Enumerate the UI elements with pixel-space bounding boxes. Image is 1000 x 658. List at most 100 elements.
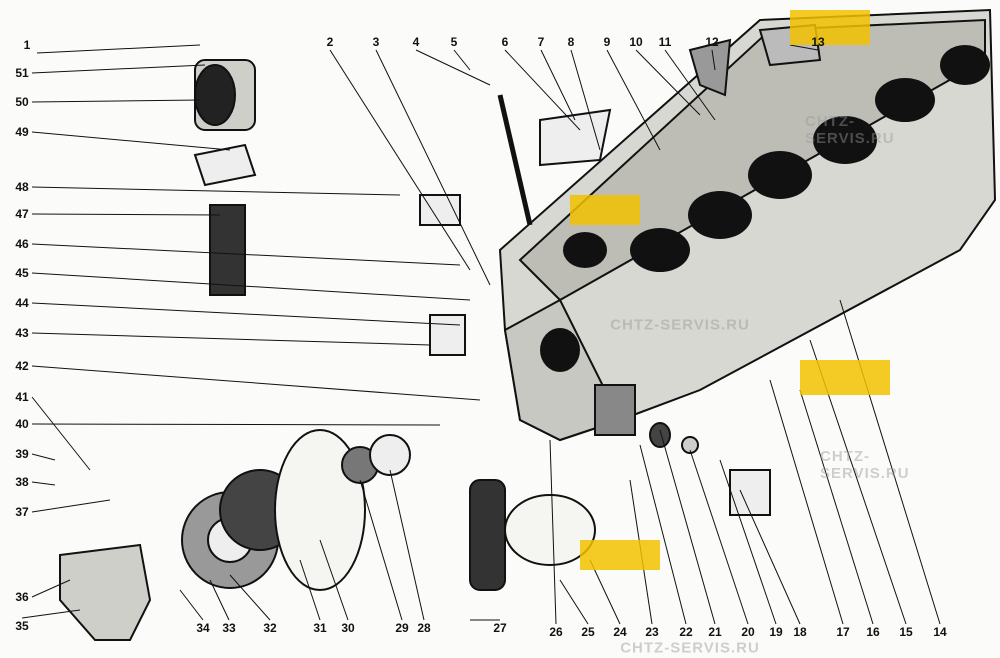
leader-line-10	[635, 49, 701, 116]
callout-22: 22	[679, 625, 693, 639]
leader-line-14	[839, 299, 941, 625]
callout-38: 38	[15, 475, 29, 489]
leader-line-42	[31, 365, 481, 401]
leader-line-41	[31, 396, 91, 471]
callout-32: 32	[263, 621, 277, 635]
watermark-text: CHTZ-SERVIS.RU	[620, 639, 760, 657]
leader-line-20	[689, 449, 749, 625]
callout-36: 36	[15, 590, 29, 604]
leader-line-34	[179, 589, 204, 621]
callout-23: 23	[645, 625, 659, 639]
leader-line-25	[559, 579, 589, 625]
callout-18: 18	[793, 625, 807, 639]
leader-line-3	[375, 49, 491, 286]
leader-line-6	[504, 49, 581, 131]
leader-line-35	[21, 609, 81, 619]
watermark-text: CHTZ-SERVIS.RU	[820, 448, 910, 482]
callout-9: 9	[603, 35, 611, 49]
callout-11: 11	[658, 35, 672, 49]
callout-44: 44	[15, 296, 29, 310]
callout-30: 30	[341, 621, 355, 635]
callout-7: 7	[537, 35, 545, 49]
leader-line-43	[31, 332, 431, 346]
leader-line-32	[229, 574, 271, 621]
watermark-logos	[570, 10, 890, 570]
leader-line-1	[36, 44, 201, 54]
leader-line-44	[31, 302, 461, 326]
cylinder-bores	[540, 45, 990, 372]
callout-14: 14	[933, 625, 947, 639]
callout-42: 42	[15, 359, 29, 373]
callout-4: 4	[412, 35, 420, 49]
callout-20: 20	[741, 625, 755, 639]
leader-line-16	[799, 389, 874, 625]
callout-1: 1	[23, 38, 31, 52]
watermark-text: CHTZ-SERVIS.RU	[805, 113, 895, 147]
leader-line-4	[415, 49, 491, 86]
leader-line-51	[31, 64, 206, 74]
callout-34: 34	[196, 621, 210, 635]
callout-40: 40	[15, 417, 29, 431]
leader-line-22	[639, 444, 687, 625]
callout-50: 50	[15, 95, 29, 109]
leader-line-13	[789, 44, 819, 51]
leader-line-37	[31, 499, 111, 513]
leader-line-46	[31, 243, 461, 266]
callout-13: 13	[811, 35, 825, 49]
callout-35: 35	[15, 619, 29, 633]
leader-line-29	[359, 479, 403, 621]
leader-line-26	[549, 439, 557, 625]
leader-line-21	[659, 429, 716, 625]
leader-line-12	[711, 49, 716, 71]
leader-line-50	[31, 99, 201, 103]
leader-line-11	[664, 49, 716, 121]
leader-line-40	[31, 423, 441, 426]
callout-24: 24	[613, 625, 627, 639]
leader-line-49	[31, 131, 231, 151]
leader-line-17	[769, 379, 844, 625]
leader-line-38	[31, 481, 56, 486]
leader-line-48	[31, 186, 401, 196]
callout-16: 16	[866, 625, 880, 639]
callout-48: 48	[15, 180, 29, 194]
leader-line-30	[319, 539, 349, 621]
callout-43: 43	[15, 326, 29, 340]
callout-51: 51	[15, 66, 29, 80]
leader-lines	[21, 44, 941, 625]
callout-45: 45	[15, 266, 29, 280]
leader-line-7	[540, 49, 576, 121]
callout-17: 17	[836, 625, 850, 639]
callout-2: 2	[326, 35, 334, 49]
leader-line-18	[739, 489, 801, 625]
callout-29: 29	[395, 621, 409, 635]
callout-39: 39	[15, 447, 29, 461]
watermark-text: CHTZ-SERVIS.RU	[610, 316, 750, 334]
callout-15: 15	[899, 625, 913, 639]
callout-6: 6	[501, 35, 509, 49]
callout-49: 49	[15, 125, 29, 139]
callout-26: 26	[549, 625, 563, 639]
leader-line-5	[453, 49, 471, 71]
callout-31: 31	[313, 621, 327, 635]
callout-12: 12	[705, 35, 719, 49]
leader-line-24	[589, 559, 621, 625]
callout-33: 33	[222, 621, 236, 635]
callout-8: 8	[567, 35, 575, 49]
leader-line-47	[31, 213, 221, 216]
callout-21: 21	[708, 625, 722, 639]
callout-10: 10	[629, 35, 643, 49]
leader-line-28	[389, 469, 425, 621]
leader-line-33	[209, 579, 230, 621]
leader-line-2	[329, 49, 471, 271]
leader-line-45	[31, 272, 471, 301]
callout-46: 46	[15, 237, 29, 251]
parts	[59, 23, 822, 641]
callout-28: 28	[417, 621, 431, 635]
callout-47: 47	[15, 207, 29, 221]
leader-line-19	[719, 459, 777, 625]
leader-line-36	[31, 579, 71, 598]
callout-5: 5	[450, 35, 458, 49]
callout-19: 19	[769, 625, 783, 639]
